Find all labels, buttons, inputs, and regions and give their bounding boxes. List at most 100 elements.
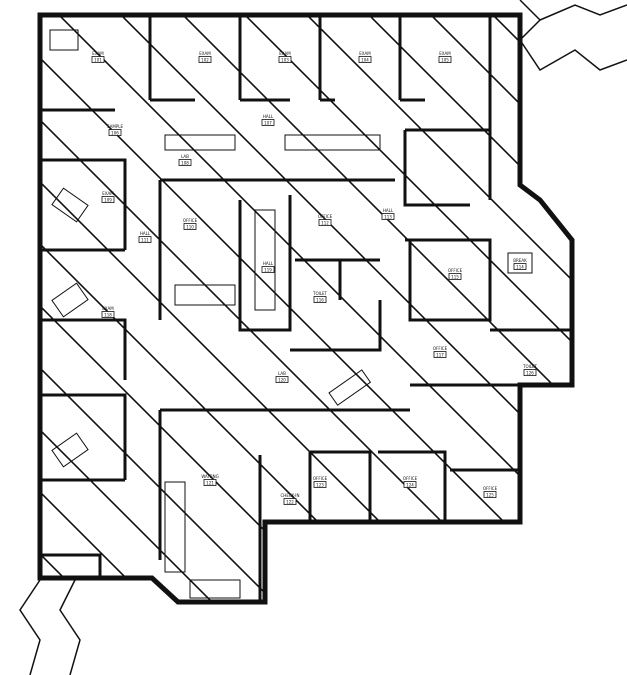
room-name: HALL <box>263 261 274 266</box>
room-number: 108 <box>181 160 189 165</box>
room-number: 124 <box>406 482 414 487</box>
room-name: TOILET <box>312 291 328 296</box>
room-name: WAITING <box>201 474 218 479</box>
room-number-box <box>101 311 115 318</box>
room-number-box <box>513 263 527 270</box>
room-number-box <box>91 56 105 63</box>
room-number: 104 <box>361 57 369 62</box>
room-number: 105 <box>441 57 449 62</box>
hatch-line <box>539 15 572 602</box>
room-name: OFFICE <box>183 218 198 223</box>
room-number-box <box>108 129 122 136</box>
room-name: CHECK-IN <box>281 493 300 498</box>
room-name: HALL <box>383 208 394 213</box>
room-number: 110 <box>186 224 194 229</box>
hatch-line <box>229 15 572 602</box>
room-number: 109 <box>104 197 112 202</box>
room-name: EXAM <box>199 51 211 56</box>
room-name: EXAM <box>102 191 114 196</box>
hatch-line <box>40 15 63 602</box>
hatch-line <box>167 15 572 602</box>
room-number: 102 <box>201 57 209 62</box>
room-number-box <box>313 481 327 488</box>
room-number: 125 <box>486 492 494 497</box>
room-number: 118 <box>104 312 112 317</box>
room-number-box <box>358 56 372 63</box>
room-number: 101 <box>94 57 102 62</box>
room-number-box <box>203 479 217 486</box>
room-number-box <box>433 351 447 358</box>
room-number: 123 <box>316 482 324 487</box>
room-number: 117 <box>436 352 444 357</box>
room-name: EXAM <box>92 51 104 56</box>
outer-walls <box>37 12 575 605</box>
room-number: 116 <box>316 297 324 302</box>
interior-walls <box>38 15 572 600</box>
room-number-box <box>275 376 289 383</box>
room-name: EXAM <box>359 51 371 56</box>
room-number: 126 <box>526 370 534 375</box>
room-number-box <box>278 56 292 63</box>
room-name: EXAM <box>439 51 451 56</box>
room-number: 121 <box>206 480 214 485</box>
room-number-box <box>261 266 275 273</box>
room-name: TOILET <box>522 364 538 369</box>
hatch-line <box>40 15 435 602</box>
room-number: 119 <box>264 267 272 272</box>
hatch-line <box>477 15 572 602</box>
fixtures <box>49 29 533 599</box>
room-name: LAB <box>278 371 286 376</box>
room-name: OFFICE <box>483 486 498 491</box>
room-name: OFFICE <box>403 476 418 481</box>
room-number: 103 <box>281 57 289 62</box>
room-number-box <box>101 196 115 203</box>
room-number-box <box>438 56 452 63</box>
room-name: OFFICE <box>313 476 328 481</box>
room-number: 111 <box>141 237 149 242</box>
room-number-box <box>318 219 332 226</box>
room-number-box <box>523 369 537 376</box>
room-number-box <box>313 296 327 303</box>
room-number: 115 <box>451 274 459 279</box>
room-number-box <box>381 213 395 220</box>
hatch-line <box>43 15 572 602</box>
room-number-box <box>198 56 212 63</box>
room-number: 113 <box>384 214 392 219</box>
room-number-box <box>183 223 197 230</box>
room-name: EXAM <box>279 51 291 56</box>
room-number: 114 <box>516 264 524 269</box>
room-number-box <box>138 236 152 243</box>
room-number: 120 <box>278 377 286 382</box>
room-number-box <box>483 491 497 498</box>
room-number-box <box>283 498 297 505</box>
room-number: 112 <box>321 220 329 225</box>
hatch-line <box>40 15 373 602</box>
room-name: BREAK <box>513 258 527 263</box>
room-number-box <box>448 273 462 280</box>
room-number-box <box>178 159 192 166</box>
room-name: HALL <box>140 231 151 236</box>
hatch-line <box>291 15 572 602</box>
